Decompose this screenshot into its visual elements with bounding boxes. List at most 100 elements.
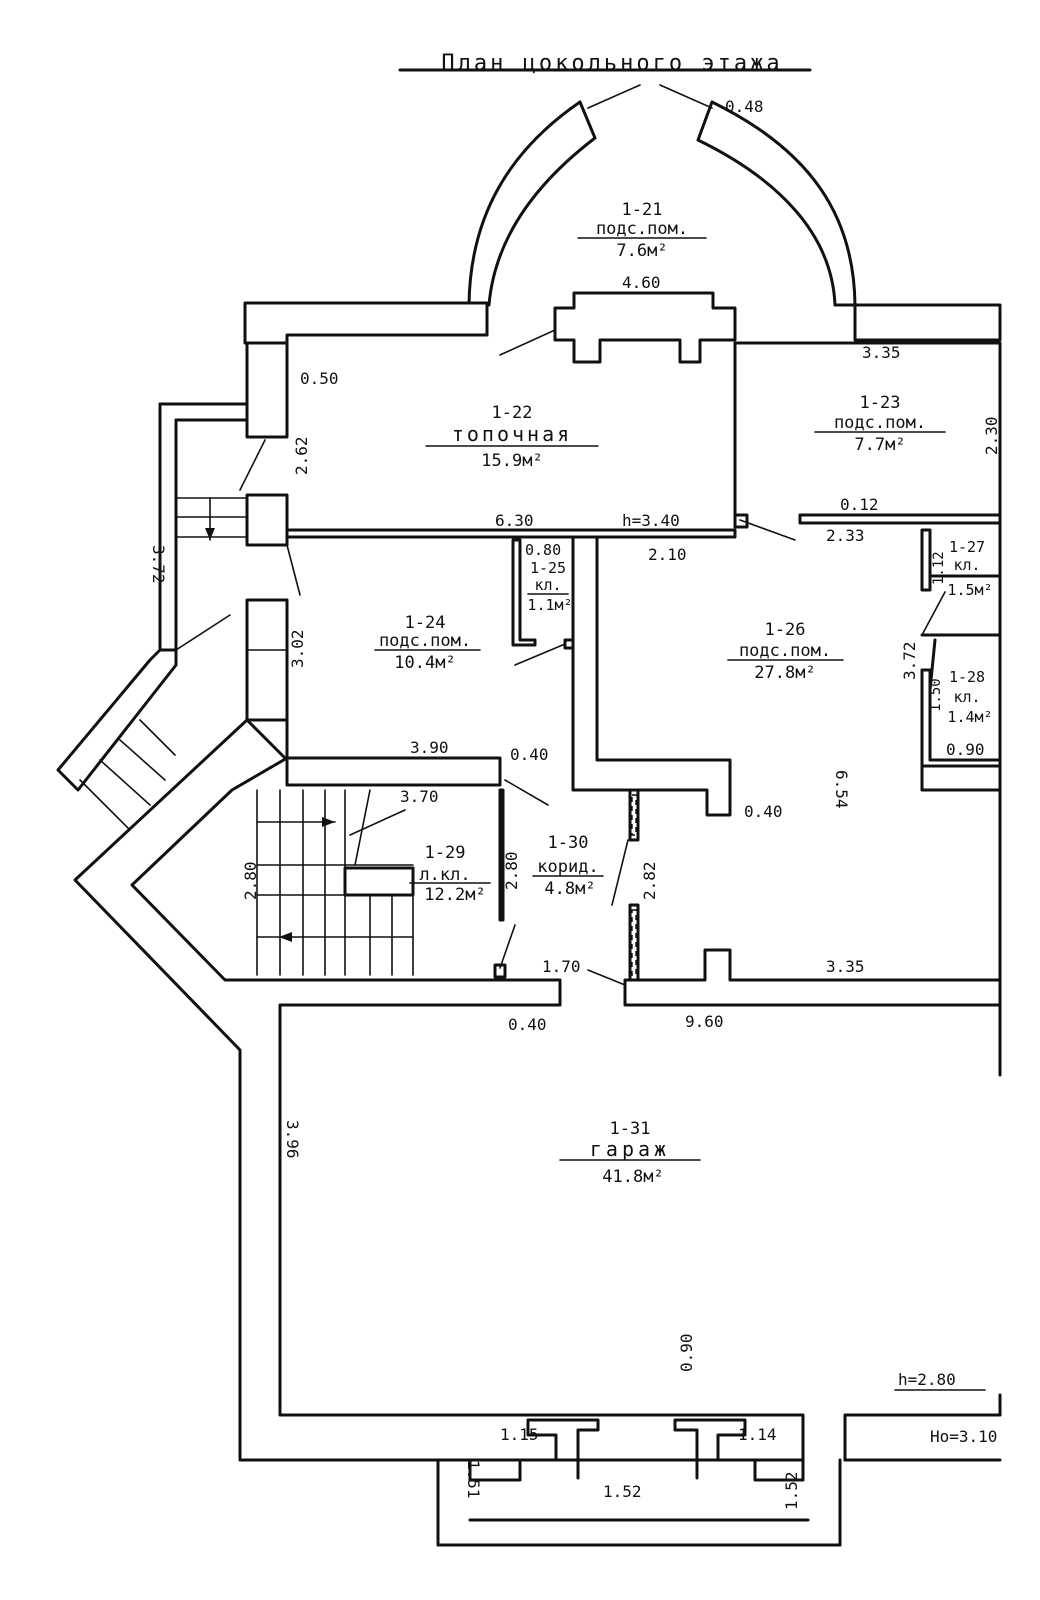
svg-text:1-26: 1-26 (765, 620, 806, 640)
room-1-27: 1-27 кл. 1.5м² (947, 538, 992, 599)
stair-tread (79, 779, 131, 831)
svg-text:гараж: гараж (590, 1137, 670, 1161)
svg-text:1.14: 1.14 (738, 1425, 777, 1444)
door-swing (739, 519, 796, 541)
svg-text:7.6м²: 7.6м² (616, 241, 667, 261)
north-wall-left (243, 301, 489, 345)
door-swing (587, 84, 641, 109)
svg-text:7.7м²: 7.7м² (854, 435, 905, 455)
stair-tread (99, 759, 151, 806)
svg-text:подс.пом.: подс.пом. (379, 631, 471, 651)
svg-text:1-23: 1-23 (860, 393, 901, 413)
svg-text:кл.: кл. (534, 576, 561, 594)
door-swing (659, 84, 713, 109)
door-jamb (493, 963, 507, 979)
wall-hatched (628, 903, 640, 982)
room-1-28: 1-28 кл. 1.4м² (947, 668, 992, 726)
entrance-right-pier (673, 1418, 747, 1462)
stair-block (245, 493, 289, 547)
svg-text:0.40: 0.40 (508, 1015, 547, 1034)
svg-text:0.80: 0.80 (525, 541, 561, 559)
svg-text:3.35: 3.35 (862, 343, 901, 362)
svg-text:1.15: 1.15 (500, 1425, 539, 1444)
door-swing (499, 329, 556, 356)
svg-text:6.30: 6.30 (495, 511, 534, 530)
svg-text:2.33: 2.33 (826, 526, 865, 545)
wall-390 (285, 756, 502, 787)
svg-text:1-24: 1-24 (405, 613, 446, 633)
svg-text:3.02: 3.02 (288, 629, 307, 668)
entrance-steps (753, 1458, 805, 1482)
svg-text:2.10: 2.10 (648, 545, 687, 564)
svg-text:1.52: 1.52 (782, 1471, 801, 1510)
door-swing (239, 439, 266, 491)
svg-text:9.60: 9.60 (685, 1012, 724, 1031)
wall-corridor-left (498, 788, 505, 922)
door-swing (499, 924, 516, 969)
svg-text:2.62: 2.62 (292, 436, 311, 475)
door-swing (175, 614, 231, 651)
hatch (631, 909, 637, 976)
boiler-west-wall (245, 341, 289, 439)
svg-text:3.72: 3.72 (149, 545, 168, 584)
svg-text:4.60: 4.60 (622, 273, 661, 292)
svg-text:3.70: 3.70 (400, 787, 439, 806)
svg-text:0.40: 0.40 (744, 802, 783, 821)
svg-text:1-27: 1-27 (949, 538, 985, 556)
dome-wall-right (696, 100, 857, 307)
svg-text:3.72: 3.72 (900, 641, 919, 680)
arrow-head (205, 528, 215, 540)
svg-text:1-25: 1-25 (530, 559, 566, 577)
central-pier (553, 291, 737, 364)
svg-text:27.8м²: 27.8м² (754, 663, 815, 683)
svg-text:1.5м²: 1.5м² (947, 581, 992, 599)
svg-text:подс.пом.: подс.пом. (596, 219, 688, 239)
svg-text:0.40: 0.40 (510, 745, 549, 764)
svg-text:0.90: 0.90 (946, 740, 985, 759)
entrance-steps (468, 1458, 522, 1482)
svg-text:4.8м²: 4.8м² (544, 879, 595, 899)
room-1-29: 1-29 л.кл. 12.2м² (409, 843, 491, 905)
wall-1-24-west (245, 598, 289, 722)
north-wall-right (853, 303, 1002, 342)
room-1-26: 1-26 подс.пом. 27.8м² (727, 620, 844, 683)
svg-text:41.8м²: 41.8м² (602, 1167, 663, 1187)
svg-text:подс.пом.: подс.пом. (834, 413, 926, 433)
door-swing (928, 638, 937, 692)
room-1-22: 1-22 топочная 15.9м² (425, 403, 599, 471)
svg-text:h=3.40: h=3.40 (622, 511, 680, 530)
room-1-30: 1-30 корид. 4.8м² (532, 833, 604, 899)
svg-text:1-29: 1-29 (425, 843, 466, 863)
svg-text:кл.: кл. (953, 688, 980, 706)
door-swing (587, 969, 626, 986)
svg-text:1-21: 1-21 (622, 200, 663, 220)
svg-text:3.35: 3.35 (826, 957, 865, 976)
svg-text:л.кл.: л.кл. (419, 865, 470, 885)
svg-text:0.48: 0.48 (725, 97, 764, 116)
stair-1-29 (256, 789, 415, 976)
svg-text:2.82: 2.82 (640, 861, 659, 900)
closet-1-25 (511, 538, 537, 647)
svg-text:1.4м²: 1.4м² (947, 708, 992, 726)
door-swing (286, 544, 301, 596)
svg-text:6.54: 6.54 (832, 770, 851, 809)
svg-text:10.4м²: 10.4м² (394, 653, 455, 673)
svg-text:топочная: топочная (452, 422, 572, 446)
svg-text:1.51: 1.51 (464, 1460, 483, 1499)
room-1-23: 1-23 подс.пом. 7.7м² (814, 393, 946, 455)
svg-text:подс.пом.: подс.пом. (739, 641, 831, 661)
svg-text:3.90: 3.90 (410, 738, 449, 757)
svg-text:1.70: 1.70 (542, 957, 581, 976)
door-swing (611, 839, 629, 906)
wall-1-26-south (623, 948, 1002, 1007)
svg-text:1-28: 1-28 (949, 668, 985, 686)
svg-text:12.2м²: 12.2м² (424, 885, 485, 905)
plan-title: План цокольного этажа (441, 51, 782, 76)
svg-text:1.50: 1.50 (928, 678, 944, 712)
svg-text:1.52: 1.52 (603, 1482, 642, 1501)
door-swing (921, 591, 946, 636)
west-outer-wall (73, 718, 805, 1462)
door-swing (514, 643, 566, 666)
svg-text:1.12: 1.12 (931, 551, 947, 585)
